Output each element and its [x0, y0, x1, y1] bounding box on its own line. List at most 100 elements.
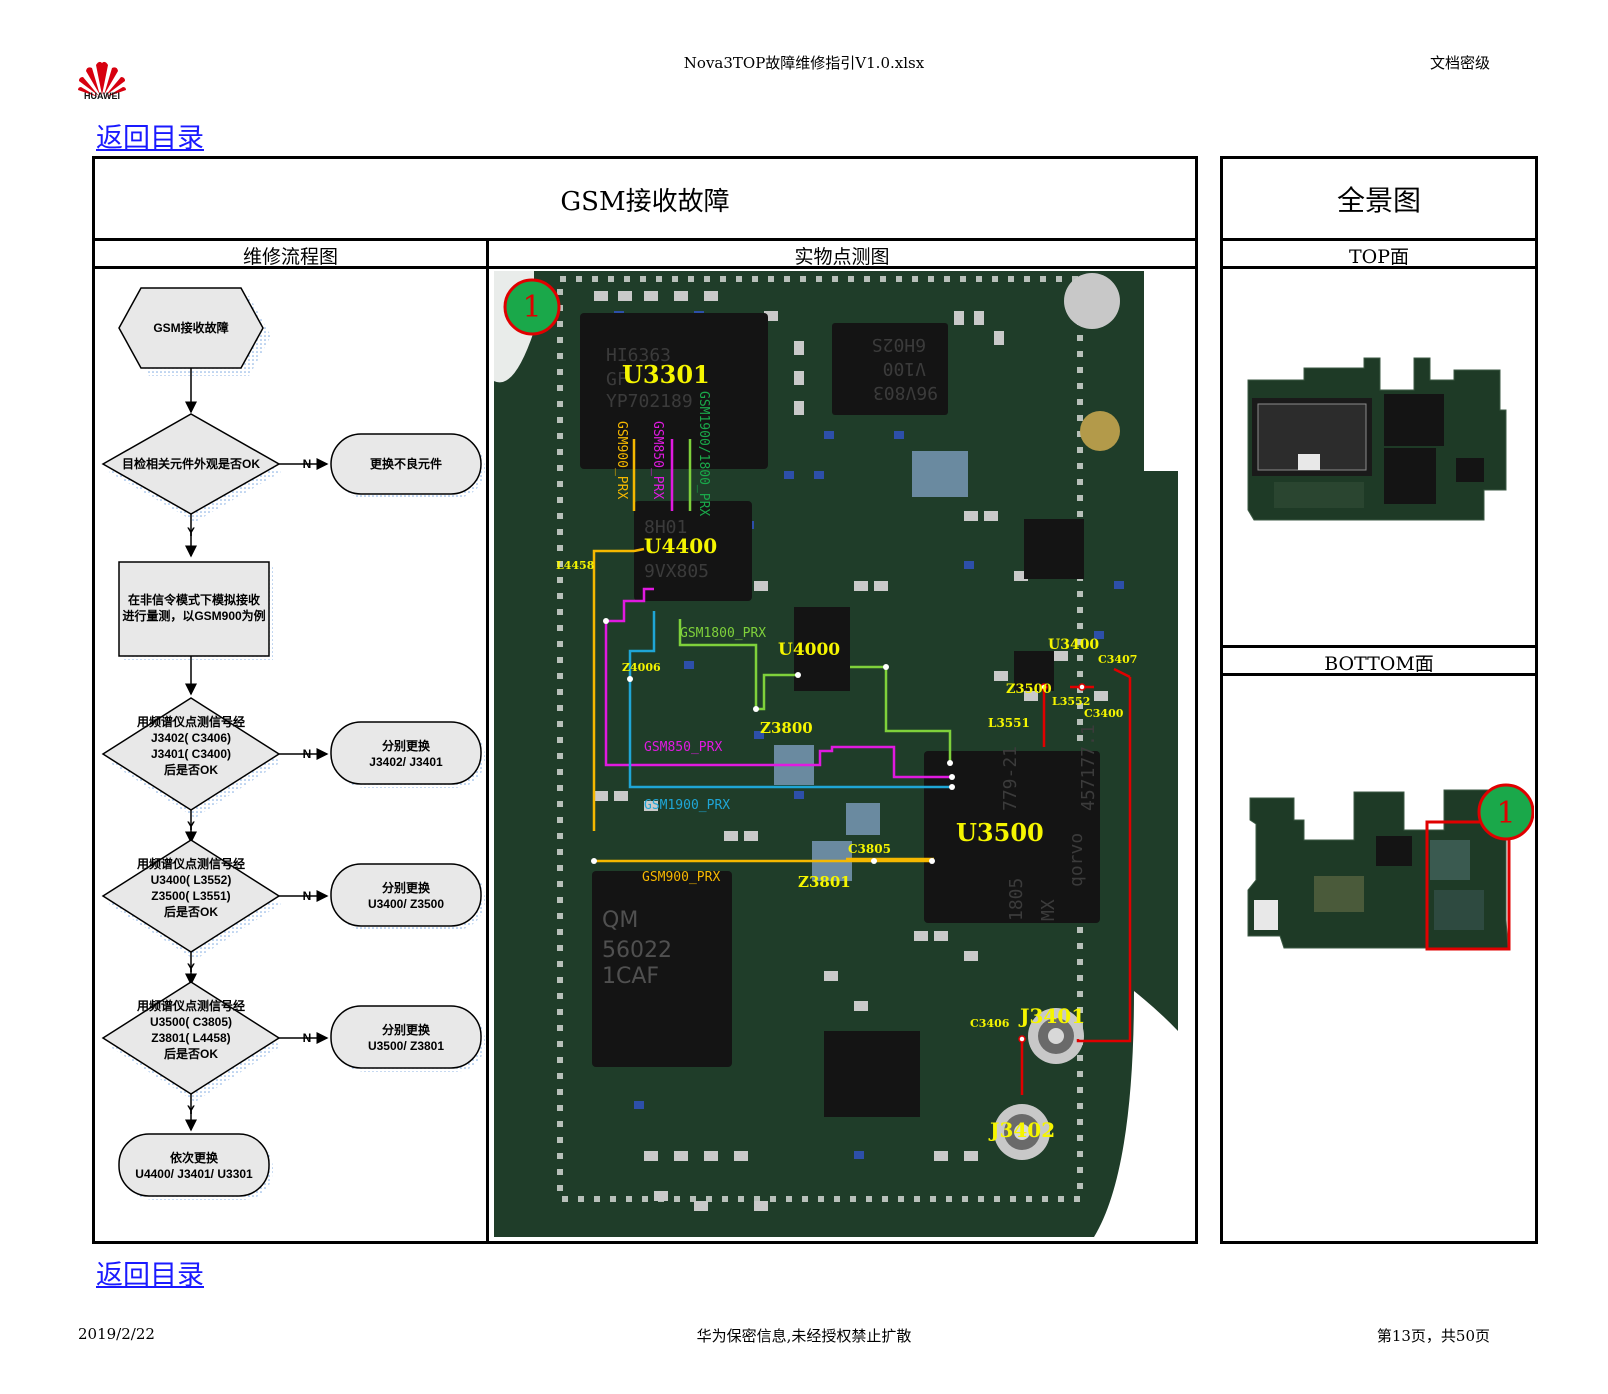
flow-p1-line1: 在非信令模式下模拟接收	[128, 592, 260, 607]
svg-text:U3400( L3552): U3400( L3552)	[151, 873, 232, 887]
svg-text:Y: Y	[187, 1103, 195, 1117]
svg-text:GF: GF	[606, 369, 628, 390]
svg-text:N: N	[303, 889, 312, 903]
svg-text:分别更换: 分别更换	[382, 738, 431, 753]
pcb-measurement-photo: HI6363 GF YP702189 8H01 9VX805 qorvo MX …	[494, 271, 1178, 1237]
label-z3801: Z3801	[798, 873, 851, 891]
label-u4000: U4000	[778, 640, 840, 660]
svg-text:J3401( C3400): J3401( C3400)	[151, 747, 231, 761]
label-l3552: L3552	[1052, 695, 1090, 708]
label-gsm850-h: GSM850_PRX	[644, 740, 722, 755]
svg-text:6H02S: 6H02S	[872, 334, 926, 355]
label-z3800: Z3800	[760, 719, 813, 737]
svg-text:Y: Y	[187, 525, 195, 539]
label-c3406: C3406	[970, 1017, 1010, 1030]
divider	[92, 266, 1198, 269]
svg-text:96V803: 96V803	[873, 382, 938, 403]
svg-text:用频谱仪点测信号经: 用频谱仪点测信号经	[136, 998, 245, 1013]
main-sheet-frame	[92, 156, 1198, 1244]
svg-text:U4400/ J3401/ U3301: U4400/ J3401/ U3301	[135, 1167, 253, 1181]
divider	[1220, 673, 1538, 676]
label-u4400: U4400	[644, 534, 717, 558]
svg-text:依次更换: 依次更换	[170, 1150, 219, 1165]
svg-text:N: N	[303, 747, 312, 761]
divider	[1220, 645, 1538, 648]
svg-text:MX: MX	[1038, 899, 1059, 921]
svg-text:分别更换: 分别更换	[382, 1022, 431, 1037]
footer-page-number: 第13页，共50页	[1376, 1327, 1490, 1345]
flow-d1-text: 目检相关元件外观是否OK	[122, 456, 260, 471]
svg-text:后是否OK: 后是否OK	[164, 762, 218, 777]
svg-text:56022: 56022	[602, 938, 672, 963]
panorama-title: 全景图	[1336, 184, 1421, 217]
label-c3407: C3407	[1098, 653, 1137, 666]
photo-marker-number: 1	[522, 290, 541, 325]
svg-text:1805: 1805	[1006, 878, 1027, 921]
footer-date: 2019/2/22	[78, 1325, 155, 1343]
divider	[92, 238, 1198, 241]
svg-text:HI6363: HI6363	[606, 345, 671, 366]
label-z3500: Z3500	[1006, 682, 1052, 697]
label-gsm900-h: GSM900_PRX	[642, 870, 720, 885]
svg-text:U3500/ Z3801: U3500/ Z3801	[368, 1039, 444, 1053]
flow-result-1	[330, 433, 482, 495]
flow-result-4	[330, 1005, 482, 1069]
svg-text:Y: Y	[187, 819, 195, 833]
label-gsm1800-h: GSM1800_PRX	[680, 626, 766, 641]
label-gsm900-v: GSM900_PRX	[614, 421, 629, 499]
svg-text:U3500( C3805): U3500( C3805)	[150, 1015, 232, 1029]
flow-result-2	[330, 721, 482, 785]
svg-text:分别更换: 分别更换	[382, 880, 431, 895]
svg-text:Y: Y	[187, 961, 195, 975]
svg-text:后是否OK: 后是否OK	[164, 1046, 218, 1061]
svg-text:N: N	[303, 1031, 312, 1045]
svg-text:J3402( C3406): J3402( C3406)	[151, 731, 231, 745]
flow-start-node	[118, 287, 264, 369]
label-gsm1900-h: GSM1900_PRX	[644, 798, 730, 813]
brand-name: HUAWEI	[84, 91, 120, 101]
flow-start-text: GSM接收故障	[153, 320, 228, 335]
label-gsm1900-v: GSM1900/1800_PRX	[696, 391, 711, 516]
file-title: Nova3TOP故障维修指引V1.0.xlsx	[683, 54, 925, 72]
svg-text:457177.1: 457177.1	[1078, 724, 1099, 811]
svg-text:779-21: 779-21	[1000, 746, 1021, 811]
flow-result-3	[330, 863, 482, 927]
svg-text:用频谱仪点测信号经: 用频谱仪点测信号经	[136, 856, 245, 871]
back-to-index-link-bottom[interactable]: 返回目录	[96, 1260, 204, 1291]
label-u3400: U3400	[1048, 637, 1099, 653]
footer-confidential: 华为保密信息,未经授权禁止扩散	[696, 1327, 912, 1345]
top-face-label: TOP面	[1348, 246, 1410, 268]
svg-text:Z3500( L3551): Z3500( L3551)	[151, 889, 230, 903]
divider	[1220, 238, 1538, 241]
svg-text:QM: QM	[602, 908, 638, 933]
svg-text:YP702189: YP702189	[606, 391, 693, 412]
label-u3301: U3301	[622, 360, 710, 389]
bottom-highlight-box	[1425, 820, 1511, 951]
panorama-frame	[1220, 156, 1538, 1244]
divider	[1220, 266, 1538, 269]
label-u3500: U3500	[956, 818, 1044, 847]
svg-text:U3400/ Z3500: U3400/ Z3500	[368, 897, 444, 911]
svg-text:Z3801( L4458): Z3801( L4458)	[151, 1031, 230, 1045]
security-level: 文档密级	[1429, 54, 1490, 72]
svg-text:1CAF: 1CAF	[602, 964, 659, 989]
svg-text:J3402/ J3401: J3402/ J3401	[369, 755, 443, 769]
flow-p1-line2: 进行量测，以GSM900为例	[122, 608, 265, 623]
svg-text:qorvo: qorvo	[1066, 833, 1087, 887]
bottom-board-image: 1	[1247, 783, 1534, 951]
flow-process-1	[118, 561, 270, 657]
svg-text:8H01: 8H01	[644, 517, 687, 538]
svg-text:N: N	[303, 457, 312, 471]
repair-flowchart: GSM接收故障 目检相关元件外观是否OK N 更换不良元件 Y 在非信令模式下模…	[101, 287, 485, 1200]
flow-header: 维修流程图	[242, 246, 338, 268]
flow-r1-text: 更换不良元件	[370, 456, 442, 471]
label-c3805: C3805	[848, 842, 891, 856]
sheet-title: GSM接收故障	[560, 186, 730, 217]
label-l3551: L3551	[988, 716, 1030, 730]
svg-text:9VX805: 9VX805	[644, 561, 709, 582]
back-to-index-link-top[interactable]: 返回目录	[96, 123, 204, 154]
divider	[486, 238, 489, 1244]
label-j3402: J3402	[988, 1118, 1055, 1142]
bottom-face-label: BOTTOM面	[1324, 653, 1434, 675]
svg-text:用频谱仪点测信号经: 用频谱仪点测信号经	[136, 714, 245, 729]
